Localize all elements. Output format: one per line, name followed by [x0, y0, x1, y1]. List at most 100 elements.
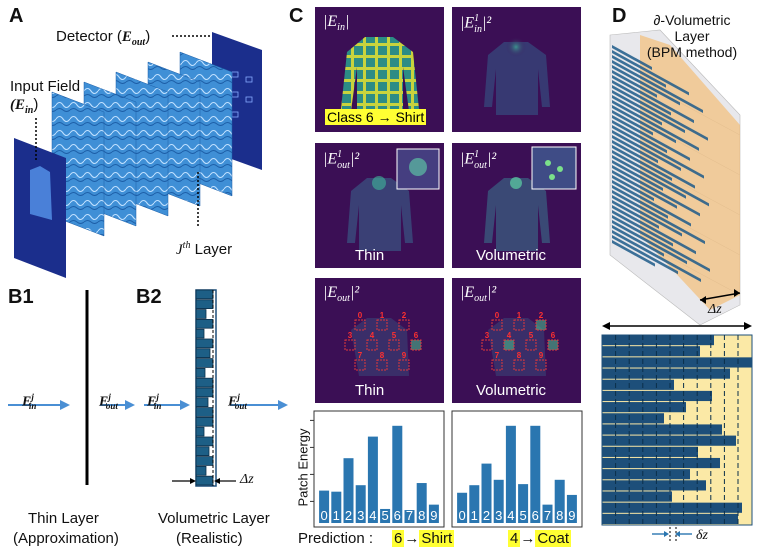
detector-7 — [354, 359, 366, 371]
detector-number-5: 5 — [529, 331, 534, 340]
volumetric-layer-caption-2: (Realistic) — [176, 530, 243, 547]
layer-stack-diagram — [14, 32, 262, 278]
prediction-label: Prediction : — [298, 530, 374, 547]
eout1-thin-label: |E1out|² — [323, 149, 360, 171]
bpm-slice — [612, 190, 705, 245]
bar-label-8: 8 — [418, 508, 425, 523]
detector-9 — [398, 359, 410, 371]
panel-label-d: D — [612, 5, 627, 27]
volumetric-cell — [195, 377, 214, 388]
bpm-slice — [612, 155, 686, 199]
detector-3 — [344, 339, 356, 351]
cross-section-row — [602, 513, 738, 524]
bpm-slice — [612, 80, 671, 116]
bpm-slice — [612, 210, 673, 247]
bar-label-7: 7 — [544, 508, 551, 523]
detector-number-4: 4 — [370, 331, 375, 340]
bar-1 — [469, 485, 480, 523]
bar-6 — [530, 425, 541, 523]
cross-section-row — [602, 491, 672, 502]
bar-label-8: 8 — [556, 508, 563, 523]
volumetric-layer1-output-image: |E1out|² Volumetric — [452, 143, 581, 268]
detector-3 — [481, 339, 493, 351]
bar-7 — [542, 504, 553, 523]
bar-label-0: 0 — [320, 508, 327, 523]
bar-2 — [481, 463, 492, 523]
detector-number-0: 0 — [495, 311, 500, 320]
bar-label-1: 1 — [471, 508, 478, 523]
bar-6 — [392, 425, 403, 523]
detector-8 — [376, 359, 388, 371]
detector-4 — [366, 339, 378, 351]
volumetric-cell — [195, 358, 214, 368]
cross-section-row — [602, 413, 664, 424]
bar-8 — [554, 479, 565, 523]
volumetric-cell — [195, 289, 214, 300]
input-plane — [14, 138, 66, 278]
volumetric-layer-caption-1: Volumetric Layer — [158, 510, 270, 527]
cross-section-row — [602, 502, 742, 513]
panel-d-delta-z-3d: Δz — [708, 302, 722, 317]
input-field-label: Input Field — [10, 78, 81, 95]
detector-number-2: 2 — [402, 311, 407, 320]
bar-label-3: 3 — [495, 508, 502, 523]
bar-5 — [380, 508, 391, 523]
bpm-slice — [612, 150, 709, 207]
class-label: Class 6 → Shirt — [325, 109, 427, 125]
shirt-ghost — [351, 318, 409, 376]
bpm-slice — [612, 110, 653, 136]
volumetric-cell — [195, 456, 214, 466]
detector-number-2: 2 — [539, 311, 544, 320]
detector-number-1: 1 — [380, 311, 385, 320]
bpm-slice — [612, 95, 662, 126]
bar-label-6: 6 — [532, 508, 539, 523]
cross-section-row — [602, 480, 706, 491]
bar-3 — [355, 485, 366, 523]
detector-number-7: 7 — [358, 351, 363, 360]
bar-4 — [367, 436, 378, 523]
bpm-slice — [612, 145, 672, 181]
delta-z-span-arrow — [602, 322, 752, 330]
bpm-slice — [612, 185, 668, 219]
volumetric-cell — [195, 299, 214, 310]
volumetric-caption-2: Volumetric — [476, 382, 547, 399]
panel-label-b1: B1 — [8, 286, 34, 308]
bar-8 — [416, 483, 427, 523]
ein1-label: |E1in|² — [460, 13, 492, 35]
volumetric-cell — [195, 328, 205, 339]
bpm-slice — [612, 195, 682, 237]
cross-section-row — [602, 435, 736, 446]
detector-5 — [525, 339, 537, 351]
panel-label-a: A — [9, 5, 24, 27]
panel-d-title: ∂-Volumetric Layer (BPM method) — [646, 12, 738, 60]
bpm-slice — [612, 90, 685, 134]
bar-label-2: 2 — [345, 508, 352, 523]
volumetric-cell — [195, 426, 205, 437]
detector-1 — [513, 319, 525, 331]
shirt-ghost — [488, 318, 546, 376]
bpm-slice — [612, 230, 701, 282]
detector-0 — [491, 319, 503, 331]
detector-number-5: 5 — [392, 331, 397, 340]
bpm-slice — [612, 235, 678, 275]
bar-2 — [343, 458, 354, 523]
bar-label-5: 5 — [519, 508, 526, 523]
eout-vol-label: |Eout|² — [460, 284, 497, 305]
bpm-slice — [612, 200, 659, 229]
detector-number-6: 6 — [551, 331, 556, 340]
thin-layer-diagram — [8, 290, 135, 485]
cross-section-row — [602, 457, 720, 469]
bpm-slice — [612, 175, 654, 202]
detector-number-9: 9 — [539, 351, 544, 360]
layer1-input-image: |E1in|² — [452, 7, 581, 132]
volumetric-cell — [195, 446, 210, 457]
volumetric-cell — [195, 475, 214, 486]
b1-e-in: Ejin — [22, 392, 37, 412]
volumetric-caption: Volumetric — [476, 247, 547, 264]
detector-number-3: 3 — [348, 331, 353, 340]
volumetric-layer-diagram — [144, 289, 288, 487]
volumetric-cell — [195, 348, 211, 358]
detector-8 — [513, 359, 525, 371]
